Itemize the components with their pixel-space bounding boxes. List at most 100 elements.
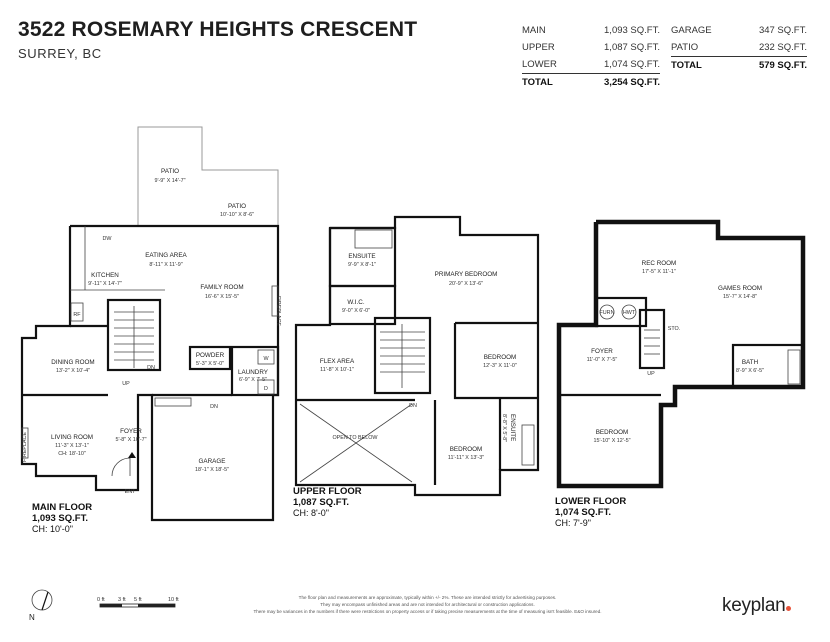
storage-label: STO. bbox=[668, 326, 680, 332]
stair-down-label: DN bbox=[210, 404, 218, 410]
dryer-label: D bbox=[264, 386, 268, 392]
main-floor-plan: PATIO 9'-9" X 14'-7" PATIO 10'-10" X 8'-… bbox=[20, 126, 281, 522]
fireplace-label: FIREPLACE bbox=[275, 296, 281, 326]
disclaimer: The floor plan and measurements are appr… bbox=[230, 594, 625, 615]
room-name: POWDER bbox=[196, 352, 225, 359]
fireplace-box bbox=[271, 285, 279, 317]
entry-door bbox=[111, 457, 131, 477]
stair-up-label: UP bbox=[647, 371, 655, 377]
patio-outline bbox=[137, 126, 279, 226]
room-dim: 17'-5" X 11'-1" bbox=[642, 269, 676, 275]
stair-treads bbox=[114, 306, 154, 368]
scale-bar-segment bbox=[100, 604, 122, 607]
floor-name: MAIN FLOOR bbox=[32, 502, 93, 513]
scale-tick-label: 0 ft bbox=[97, 597, 105, 603]
fireplace-box bbox=[21, 427, 29, 459]
floor-ceiling: CH: 7'-9" bbox=[555, 518, 591, 528]
room-name: REC ROOM bbox=[642, 260, 677, 267]
floor-ceiling: CH: 10'-0" bbox=[32, 524, 73, 534]
floor-area: 1,093 SQ.FT. bbox=[32, 513, 88, 524]
lower-exterior-wall bbox=[556, 219, 806, 489]
area-label: PATIO bbox=[671, 42, 699, 53]
floor-area: 1,087 SQ.FT. bbox=[293, 497, 349, 508]
furnace-icon bbox=[599, 304, 615, 320]
dryer-box bbox=[257, 379, 275, 395]
room-name: DINING ROOM bbox=[51, 359, 94, 366]
area-label: UPPER bbox=[522, 42, 555, 53]
furnace-label: FURN bbox=[600, 310, 615, 316]
fridge-box bbox=[70, 302, 84, 322]
room-name: FOYER bbox=[120, 428, 142, 435]
room-name: LIVING ROOM bbox=[51, 434, 93, 441]
room-name: FLEX AREA bbox=[320, 358, 355, 365]
bedroom-wall bbox=[453, 323, 538, 400]
room-dim: 15'-7" X 14'-8" bbox=[723, 294, 757, 300]
open-to-below-cross bbox=[299, 403, 413, 483]
compass-needle-icon bbox=[41, 591, 49, 611]
garage-shelf bbox=[154, 397, 192, 407]
stair-well bbox=[373, 316, 432, 395]
area-value: 347 SQ.FT. bbox=[758, 25, 807, 36]
disclaimer-line: They may encompass unfinished areas and … bbox=[320, 602, 535, 607]
hwt-label: HWT bbox=[623, 310, 636, 316]
bath-wall bbox=[731, 343, 805, 389]
floor-name: LOWER FLOOR bbox=[555, 496, 627, 507]
area-value: 1,093 SQ.FT. bbox=[604, 25, 660, 36]
room-name: BATH bbox=[742, 359, 759, 366]
scale-bar-segment bbox=[138, 604, 175, 607]
room-dim: 10'-10" X 8'-6" bbox=[220, 212, 254, 218]
brand-dot-icon bbox=[786, 606, 792, 611]
room-dim: 16'-6" X 15'-5" bbox=[205, 294, 239, 300]
upper-floor-caption: UPPER FLOOR 1,087 SQ.FT. CH: 8'-0" bbox=[293, 486, 362, 519]
room-dim: 12'-3" X 11'-0" bbox=[483, 363, 517, 369]
stair-treads bbox=[380, 324, 425, 388]
entry-label: ENT bbox=[125, 489, 136, 495]
utility-room-wall bbox=[594, 296, 648, 328]
room-ceiling: CH: 18'-10" bbox=[58, 451, 86, 457]
room-dim: 11'-11" X 13'-3" bbox=[448, 455, 484, 461]
stair-well bbox=[106, 298, 162, 372]
area-label: GARAGE bbox=[671, 25, 712, 36]
room-dim: 5'-3" X 5'-0" bbox=[196, 361, 224, 367]
room-name: PATIO bbox=[161, 168, 179, 175]
scale-tick-label: 3 ft bbox=[118, 597, 126, 603]
room-name: BEDROOM bbox=[450, 446, 483, 453]
washer-box bbox=[257, 349, 275, 365]
lower-floor-plan: REC ROOM 17'-5" X 11'-1" GAMES ROOM 15'-… bbox=[556, 219, 806, 489]
compass-icon bbox=[31, 589, 53, 611]
laundry-room-wall bbox=[230, 345, 280, 397]
stair-up-label: UP bbox=[122, 381, 130, 387]
room-name: EATING AREA bbox=[145, 252, 187, 259]
property-address: 3522 ROSEMARY HEIGHTS CRESCENT bbox=[18, 18, 418, 41]
room-dim: 9'-0" X 6'-0" bbox=[342, 308, 370, 314]
fireplace-label: FIREPLACE bbox=[22, 432, 28, 462]
room-dim: 8'-8" X 5'-8" bbox=[501, 414, 507, 442]
room-name: PRIMARY BEDROOM bbox=[435, 271, 498, 278]
room-dim: 8'-9" X 6'-5" bbox=[736, 368, 764, 374]
room-dim: 11'-3" X 13'-1" bbox=[55, 443, 89, 449]
area-label: MAIN bbox=[522, 25, 546, 36]
room-name: LAUNDRY bbox=[238, 369, 269, 376]
room-dim: 9'-9" X 8'-1" bbox=[348, 262, 376, 268]
tub-box bbox=[787, 349, 801, 385]
room-dim: 11'-0" X 7'-5" bbox=[587, 357, 618, 363]
disclaimer-line: There may be variances in the numbers if… bbox=[253, 609, 602, 614]
open-to-below-label: OPEN TO BELOW bbox=[332, 435, 378, 441]
room-dim: 5'-8" X 10'-7" bbox=[115, 437, 146, 443]
tub-box bbox=[521, 424, 535, 466]
powder-room-wall bbox=[188, 345, 232, 371]
area-total-label: TOTAL bbox=[671, 56, 731, 74]
room-dim: 9'-9" X 14'-7" bbox=[154, 178, 185, 184]
stair-well bbox=[638, 308, 666, 370]
scale-tick-label: 10 ft bbox=[168, 597, 179, 603]
area-total-label: TOTAL bbox=[522, 73, 602, 91]
room-name: GAMES ROOM bbox=[718, 285, 762, 292]
room-dim: 15'-10" X 12'-5" bbox=[593, 438, 630, 444]
room-dim: 13'-2" X 10'-4" bbox=[56, 368, 90, 374]
room-name: ENSUITE bbox=[509, 414, 516, 441]
room-dim: 8'-11" X 11'-9" bbox=[149, 262, 182, 268]
